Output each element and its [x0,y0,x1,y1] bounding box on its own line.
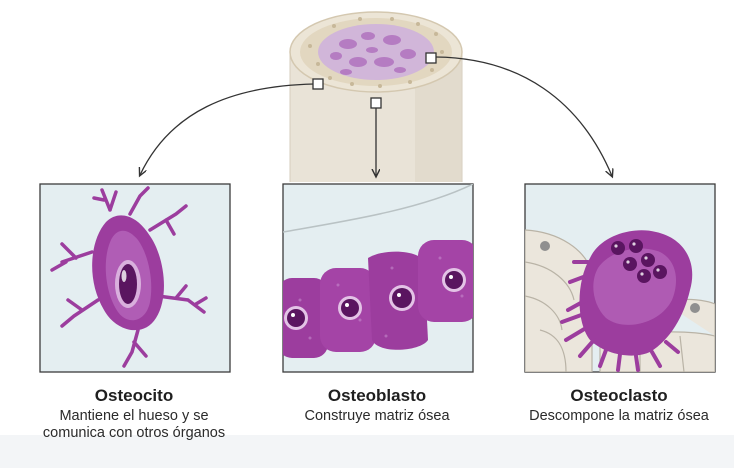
osteocyte-nucleus [119,264,137,304]
marker-square-osteocito [313,79,323,89]
cell-title-osteoclasto: Osteoclasto [514,386,724,406]
marker-square-osteoclasto [426,53,436,63]
cell-description-osteoblasto: Construye matriz ósea [272,408,482,425]
cell-title-osteoblasto: Osteoblasto [272,386,482,406]
panel-osteoblasto [278,184,478,372]
cell-description-osteocito: Mantiene el hueso y se comunica con otro… [32,408,236,442]
cell-title-osteocito: Osteocito [32,386,236,406]
cell-description-osteoclasto: Descompone la matriz ósea [514,408,724,425]
panel-osteoclasto [525,184,715,372]
caption-osteocito: Osteocito Mantiene el hueso y se comunic… [32,386,236,442]
marker-square-osteoblasto [371,98,381,108]
panel-osteocito [40,184,230,372]
caption-osteoblasto: Osteoblasto Construye matriz ósea [272,386,482,425]
arrow-to-osteocito [140,84,314,175]
caption-osteoclasto: Osteoclasto Descompone la matriz ósea [514,386,724,425]
